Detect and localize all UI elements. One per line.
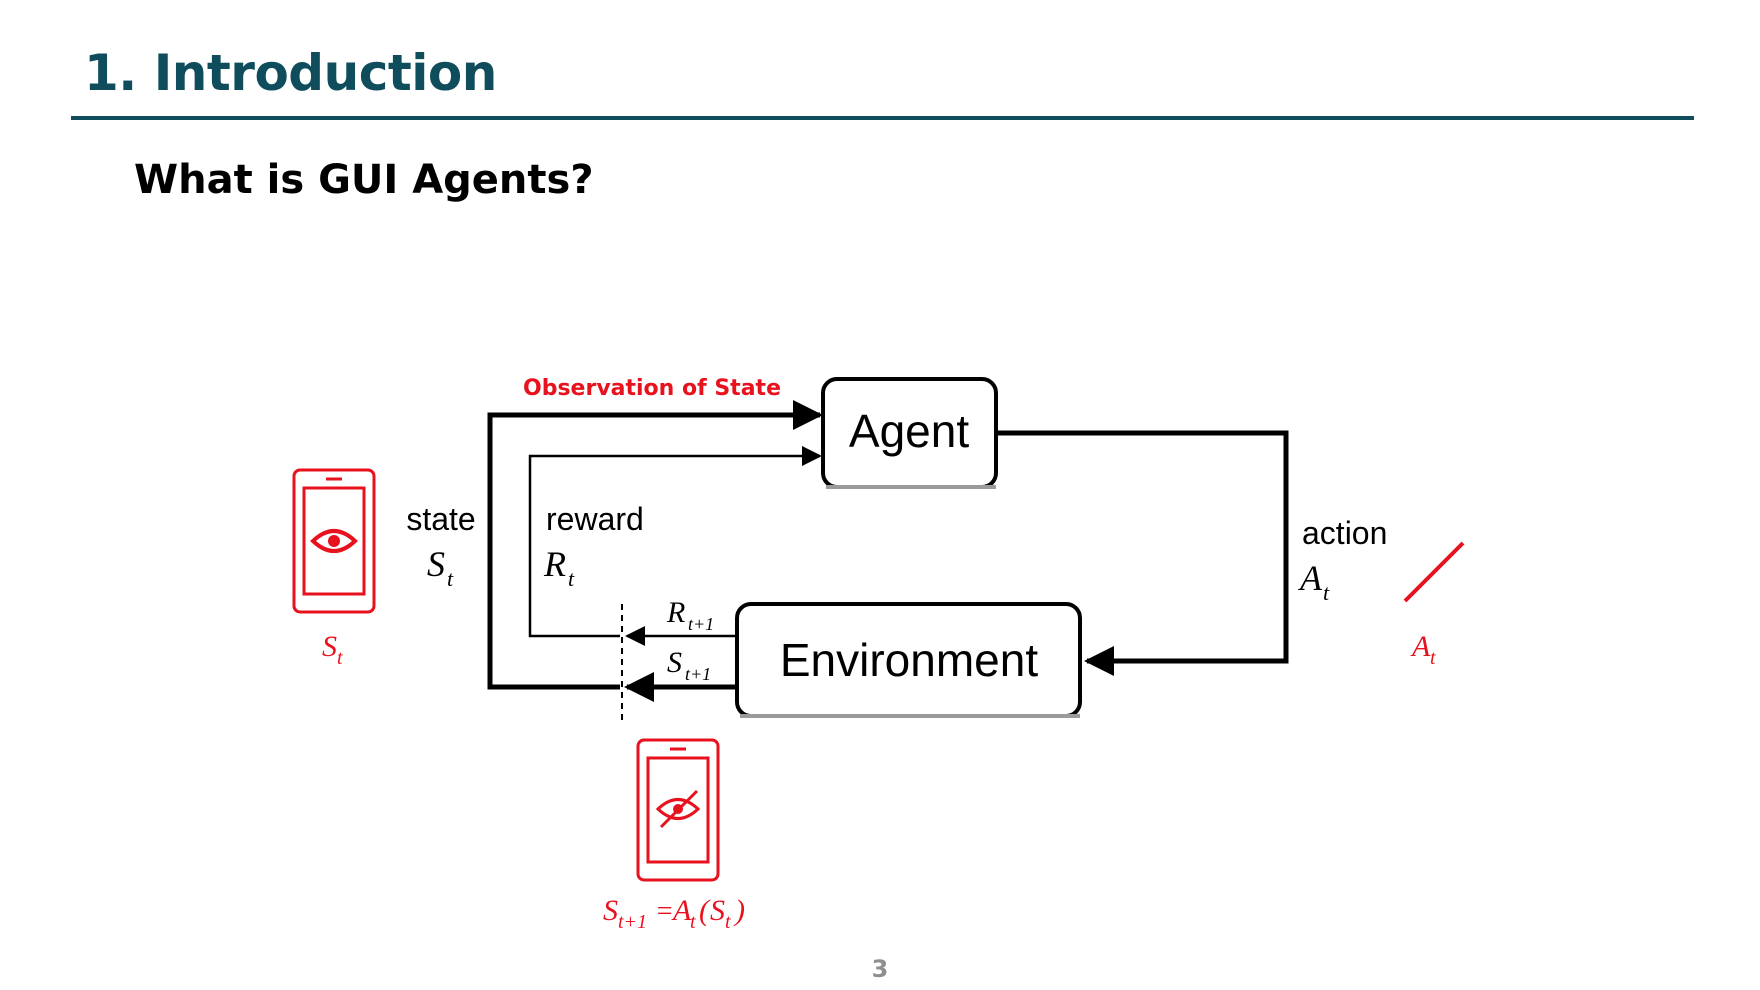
slide-title: 1. Introduction	[84, 44, 497, 102]
action-slash-mark	[1403, 541, 1465, 603]
smartphone-icon	[636, 738, 720, 882]
svg-text:t+1: t+1	[618, 911, 647, 933]
environment-node: Environment	[735, 602, 1082, 718]
svg-text:S: S	[427, 544, 445, 584]
svg-text:t: t	[725, 911, 731, 933]
svg-text:S: S	[710, 894, 725, 927]
action-annotation-symbol: A t	[1410, 630, 1436, 669]
svg-text:S: S	[322, 630, 337, 663]
reward-symbol: R t	[543, 544, 575, 591]
svg-text:t: t	[337, 647, 343, 669]
reward-label: reward	[546, 501, 644, 537]
reward-arrow	[528, 446, 822, 638]
svg-text:A: A	[1410, 630, 1431, 663]
svg-text:(: (	[699, 894, 711, 927]
agent-label: Agent	[849, 405, 969, 457]
title-divider	[71, 116, 1694, 120]
svg-text:A: A	[671, 894, 692, 927]
svg-text:t: t	[447, 566, 454, 591]
svg-text:=: =	[655, 896, 674, 927]
svg-text:t+1: t+1	[685, 664, 711, 684]
slide-subtitle: What is GUI Agents?	[134, 157, 594, 203]
svg-text:t: t	[690, 911, 696, 933]
transition-formula: S t+1 = A t ( S t )	[603, 894, 745, 933]
next-state-symbol: S t+1	[667, 646, 711, 684]
action-label: action	[1302, 515, 1387, 551]
svg-text:): )	[733, 894, 745, 927]
svg-text:t: t	[1430, 647, 1436, 669]
smartphone-icon	[292, 468, 376, 614]
state-arrow	[487, 400, 823, 690]
eye-icon	[310, 529, 358, 553]
svg-text:R: R	[666, 596, 685, 629]
page-number: 3	[871, 955, 889, 983]
state-label: state	[406, 501, 475, 537]
svg-text:S: S	[667, 646, 682, 679]
action-arrow	[998, 430, 1289, 676]
svg-text:t: t	[568, 566, 575, 591]
svg-text:t+1: t+1	[688, 614, 714, 634]
action-symbol: A t	[1298, 558, 1330, 605]
svg-text:R: R	[543, 544, 566, 584]
svg-text:S: S	[603, 894, 618, 927]
environment-label: Environment	[780, 634, 1038, 686]
phone-state-symbol: S t	[322, 630, 343, 669]
observation-label: Observation of State	[523, 376, 781, 401]
eye-off-icon	[655, 789, 701, 829]
state-symbol: S t	[427, 544, 454, 591]
next-reward-symbol: R t+1	[666, 596, 714, 634]
agent-node: Agent	[821, 377, 998, 489]
svg-text:t: t	[1323, 580, 1330, 605]
svg-text:A: A	[1298, 558, 1323, 598]
